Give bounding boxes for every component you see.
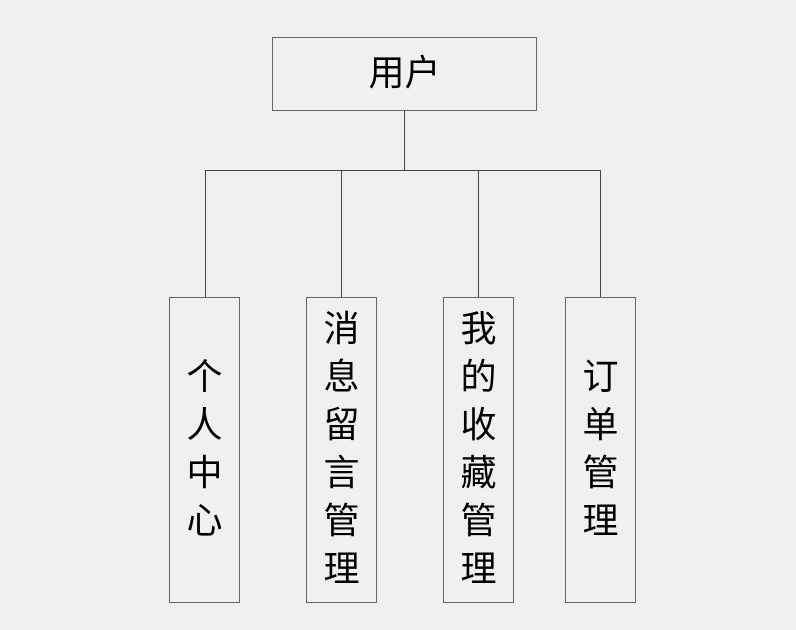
child-label: 个人中心	[186, 357, 223, 542]
child-node: 消息留言管理	[306, 297, 377, 603]
child-label: 消息留言管理	[323, 309, 360, 590]
child-label: 我的收藏管理	[460, 309, 497, 590]
child-label: 订单管理	[582, 357, 619, 542]
child-connector	[478, 170, 479, 297]
horizontal-bus	[205, 170, 601, 171]
child-connector	[341, 170, 342, 297]
child-node: 个人中心	[169, 297, 240, 603]
root-node: 用户	[272, 37, 537, 111]
root-label: 用户	[368, 53, 441, 94]
child-node: 我的收藏管理	[443, 297, 514, 603]
root-connector	[404, 111, 405, 170]
child-connector	[205, 170, 206, 297]
child-connector	[600, 170, 601, 297]
child-node: 订单管理	[565, 297, 636, 603]
